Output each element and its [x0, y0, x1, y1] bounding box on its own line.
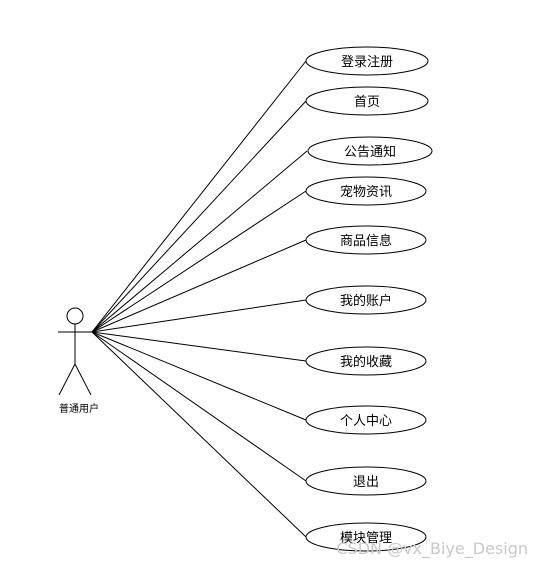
association-line: [91, 239, 307, 333]
use-case-ellipse: [305, 285, 427, 315]
use-case-个人中心: 个人中心: [305, 405, 427, 435]
use-case-ellipse: [305, 405, 427, 435]
use-case-首页: 首页: [305, 86, 429, 116]
use-case-label: 宠物资讯: [340, 184, 392, 200]
actor-right-leg: [74, 363, 92, 396]
association-line: [91, 331, 307, 421]
use-case-label: 模块管理: [340, 531, 392, 546]
association-line: [91, 60, 307, 333]
use-case-退出: 退出: [305, 466, 427, 496]
use-case-label: 首页: [354, 95, 380, 110]
association-line: [91, 150, 308, 333]
association-lines: [91, 60, 308, 538]
use-case-ellipse: [305, 466, 427, 496]
association-line: [91, 331, 307, 362]
association-line: [91, 331, 307, 482]
use-case-ellipse: [305, 176, 427, 206]
actor-left-leg: [58, 363, 76, 396]
association-line: [91, 190, 307, 333]
use-case-ellipse: [307, 136, 433, 166]
association-line: [91, 299, 307, 333]
use-case-label: 退出: [353, 475, 379, 490]
use-case-ellipse: [305, 522, 427, 552]
use-case-label: 我的账户: [340, 293, 392, 309]
use-case-我的账户: 我的账户: [305, 285, 427, 315]
actor-label: 普通用户: [59, 402, 99, 415]
association-line: [91, 100, 307, 333]
use-case-我的收藏: 我的收藏: [305, 346, 427, 376]
use-case-模块管理: 模块管理: [305, 522, 427, 552]
use-case-label: 登录注册: [341, 55, 393, 70]
use-case-商品信息: 商品信息: [305, 225, 427, 255]
use-case-ellipse: [305, 86, 429, 116]
use-case-ellipse: [305, 46, 429, 76]
use-case-label: 公告通知: [344, 144, 396, 160]
use-case-label: 我的收藏: [340, 354, 392, 370]
watermark-text: CSDN @vx_Biye_Design: [336, 539, 528, 559]
use-case-登录注册: 登录注册: [305, 46, 429, 76]
use-case-ellipse: [305, 225, 427, 255]
actor-head: [66, 307, 84, 325]
use-case-label: 商品信息: [340, 233, 392, 249]
use-case-label: 个人中心: [340, 414, 392, 429]
use-case-ellipse: [305, 346, 427, 376]
use-case-宠物资讯: 宠物资讯: [305, 176, 427, 206]
use-case-公告通知: 公告通知: [307, 136, 433, 166]
actor-figure: [58, 307, 92, 396]
association-line: [91, 331, 307, 538]
